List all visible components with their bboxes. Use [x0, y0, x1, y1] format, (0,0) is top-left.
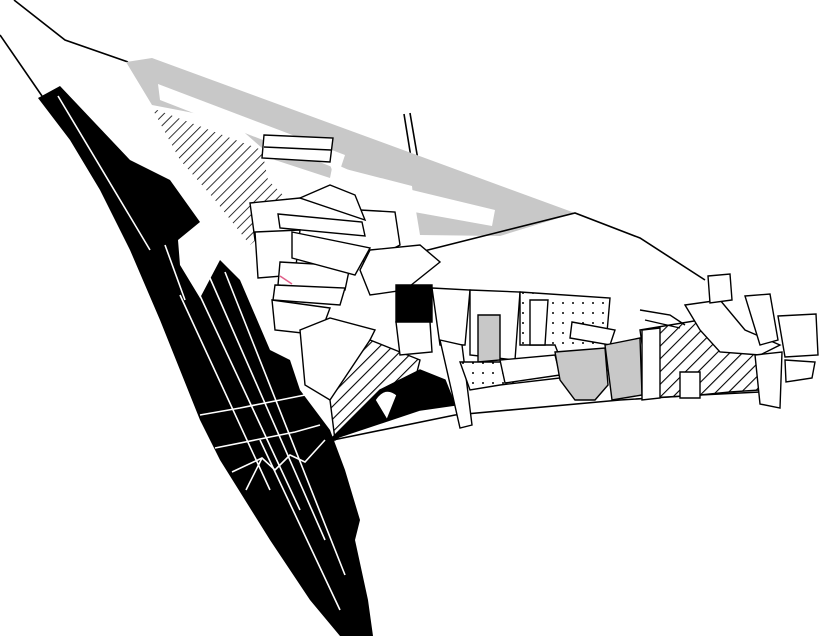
black-spine [38, 86, 373, 636]
accent-mark [279, 275, 293, 285]
spine-lines [57, 95, 346, 611]
right-building-cluster [639, 273, 819, 409]
left-building-cluster [249, 134, 456, 442]
context-lines [0, 0, 419, 177]
outline-boundary [332, 212, 761, 441]
central-block [395, 284, 643, 429]
